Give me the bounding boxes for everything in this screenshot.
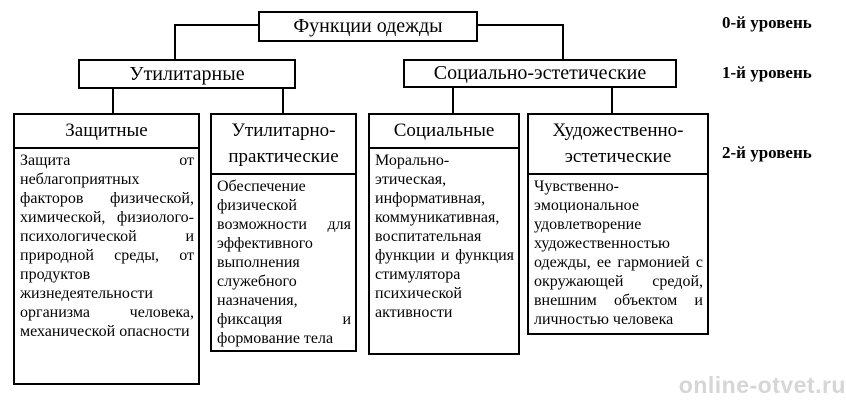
social-description: Морально-этическая, информативная, комму… <box>375 152 514 321</box>
level-2-annotation: 2-й уровень <box>722 143 812 162</box>
connector-utilitarian-to-protective <box>112 87 114 113</box>
connector-root-left-horizontal <box>174 24 258 26</box>
utilitarian-practical-description: Обеспечение физической возможности для э… <box>217 178 351 347</box>
protective-title: Защитные <box>15 115 198 149</box>
artistic-aesthetic-description: Чувственно-эмоциональное удовлетворение … <box>534 178 703 328</box>
level2-box-artistic-aesthetic: Художественно-эстетические Чувственно-эм… <box>527 113 709 335</box>
utilitarian-practical-title: Утилитарно-практические <box>212 115 355 175</box>
level1-utilitarian-label: Утилитарные <box>129 63 245 85</box>
level1-box-utilitarian: Утилитарные <box>78 59 296 89</box>
level2-box-utilitarian-practical: Утилитарно-практические Обеспечение физи… <box>210 113 357 352</box>
level-1-annotation: 1-й уровень <box>722 63 812 82</box>
protective-description: Защита от неблагоприятных факторов физич… <box>20 152 194 340</box>
connector-social-to-artistic <box>611 86 613 113</box>
level1-social-aesthetic-label: Социально-эстетические <box>433 62 647 84</box>
connector-root-right-vertical <box>562 24 564 59</box>
connector-utilitarian-to-practical <box>282 87 284 113</box>
site-watermark: online-otvet.ru <box>678 372 846 398</box>
artistic-aesthetic-title: Художественно-эстетические <box>529 115 707 175</box>
connector-social-to-social <box>452 86 454 113</box>
level1-box-social-aesthetic: Социально-эстетические <box>403 59 677 88</box>
level2-box-protective: Защитные Защита от неблагоприятных факто… <box>13 113 200 385</box>
level2-box-social: Социальные Морально-этическая, информати… <box>368 113 520 355</box>
connector-root-right-horizontal <box>478 24 564 26</box>
level-0-annotation: 0-й уровень <box>722 13 812 32</box>
root-box-clothing-functions: Функции одежды <box>258 11 478 42</box>
social-title: Социальные <box>370 115 518 149</box>
connector-root-left-vertical <box>174 24 176 59</box>
root-box-label: Функции одежды <box>293 15 443 37</box>
